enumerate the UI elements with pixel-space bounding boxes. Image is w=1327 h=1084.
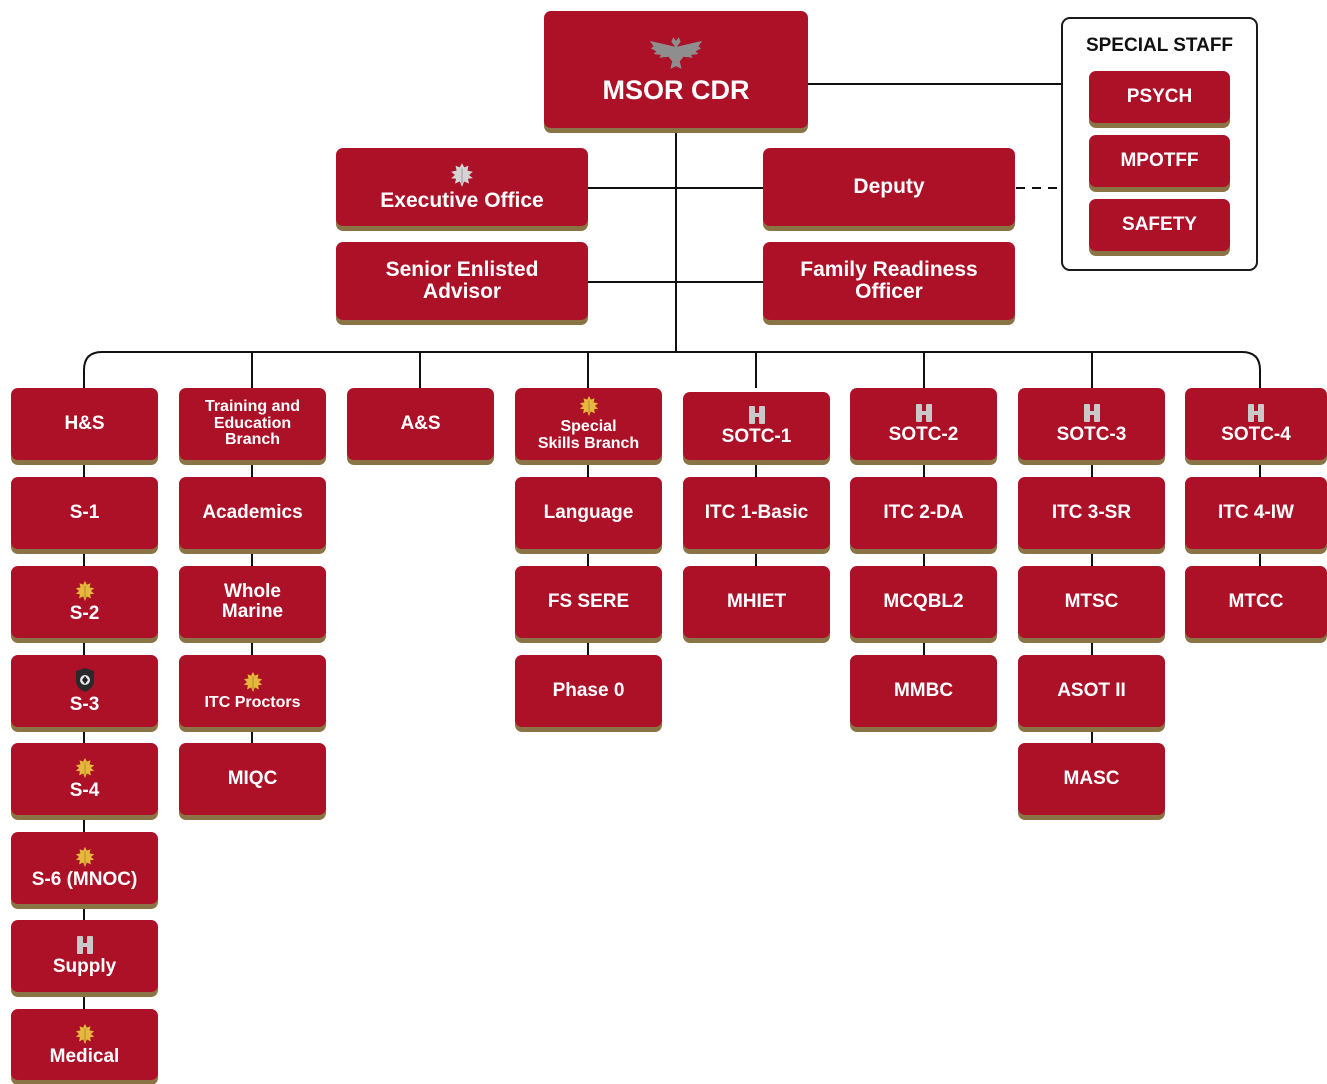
staff-mpotff-box[interactable]: MPOTFF (1089, 135, 1230, 187)
unit-patch-icon (75, 667, 95, 693)
teb-miqc-box[interactable]: MIQC (179, 743, 326, 815)
special-staff-title: SPECIAL STAFF (1085, 35, 1234, 56)
staff-safety-box[interactable]: SAFETY (1089, 199, 1230, 251)
captain-bars-icon (1082, 403, 1102, 423)
gold-oak-leaf-icon (578, 395, 600, 417)
sotc4-itc4-label: ITC 4-IW (1218, 502, 1294, 524)
sotc3-itc3-label: ITC 3-SR (1051, 502, 1132, 524)
teb-miqc-label: MIQC (227, 768, 278, 790)
hs-medical-box[interactable]: Medical (11, 1009, 158, 1080)
ssb-language-box[interactable]: Language (515, 477, 662, 549)
captain-bars-icon (747, 405, 767, 425)
family-readiness-officer-label: Family Readiness Officer (800, 257, 978, 303)
sotc1-mhiet-box[interactable]: MHIET (683, 566, 830, 638)
family-readiness-officer-box[interactable]: Family Readiness Officer (763, 242, 1015, 320)
hs-s1-label: S-1 (69, 502, 100, 524)
hs-s1-box[interactable]: S-1 (11, 477, 158, 549)
captain-bars-icon (914, 403, 934, 423)
sotc3-mtsc-label: MTSC (1064, 591, 1119, 613)
sotc2-mcqbl2-box[interactable]: MCQBL2 (850, 566, 997, 638)
branch-sotc3-box[interactable]: SOTC-3 (1018, 388, 1165, 460)
sotc2-itc2-box[interactable]: ITC 2-DA (850, 477, 997, 549)
silver-oak-leaf-icon (449, 162, 475, 188)
ssb-language-label: Language (543, 502, 634, 524)
hs-supply-label: Supply (52, 956, 117, 978)
branch-sotc1-box[interactable]: SOTC-1 (683, 392, 830, 460)
sotc3-mtsc-box[interactable]: MTSC (1018, 566, 1165, 638)
gold-oak-leaf-icon (74, 580, 96, 602)
gold-oak-leaf-icon (74, 757, 96, 779)
hs-medical-label: Medical (49, 1045, 120, 1067)
branch-as-box[interactable]: A&S (347, 388, 494, 460)
branch-sotc4-label: SOTC-4 (1221, 424, 1291, 446)
staff-psych-label: PSYCH (1126, 86, 1193, 108)
senior-enlisted-advisor-box[interactable]: Senior Enlisted Advisor (336, 242, 588, 320)
sotc1-mhiet-label: MHIET (726, 591, 787, 613)
branch-ssb-label: Special Skills Branch (537, 418, 640, 452)
sotc4-mtcc-box[interactable]: MTCC (1185, 566, 1327, 638)
ssb-fs-sere-box[interactable]: FS SERE (515, 566, 662, 638)
teb-whole-marine-box[interactable]: Whole Marine (179, 566, 326, 638)
staff-safety-label: SAFETY (1122, 214, 1197, 236)
teb-itc-proctors-label: ITC Proctors (204, 693, 301, 711)
branch-teb-label: Training and Education Branch (204, 397, 301, 449)
ssb-phase0-label: Phase 0 (552, 680, 625, 702)
branch-sotc2-box[interactable]: SOTC-2 (850, 388, 997, 460)
hs-supply-box[interactable]: Supply (11, 920, 158, 992)
sotc2-mmbc-label: MMBC (893, 680, 954, 702)
senior-enlisted-advisor-label: Senior Enlisted Advisor (385, 257, 539, 303)
captain-bars-icon (75, 935, 95, 955)
sotc3-asot2-box[interactable]: ASOT II (1018, 655, 1165, 727)
staff-psych-box[interactable]: PSYCH (1089, 71, 1230, 123)
sotc2-itc2-label: ITC 2-DA (883, 502, 964, 524)
ssb-phase0-box[interactable]: Phase 0 (515, 655, 662, 727)
sotc4-mtcc-label: MTCC (1228, 591, 1284, 613)
sotc2-mmbc-box[interactable]: MMBC (850, 655, 997, 727)
branch-teb-box[interactable]: Training and Education Branch (179, 388, 326, 460)
staff-mpotff-label: MPOTFF (1120, 150, 1199, 172)
hs-s2-label: S-2 (69, 603, 100, 625)
hs-s6-label: S-6 (MNOC) (31, 869, 138, 891)
hs-s4-box[interactable]: S-4 (11, 743, 158, 815)
sotc3-masc-box[interactable]: MASC (1018, 743, 1165, 815)
branch-sotc3-label: SOTC-3 (1056, 424, 1127, 446)
sotc4-itc4-box[interactable]: ITC 4-IW (1185, 477, 1327, 549)
colonel-eagle-icon (648, 34, 704, 74)
sotc3-itc3-box[interactable]: ITC 3-SR (1018, 477, 1165, 549)
commander-label: MSOR CDR (602, 75, 750, 106)
hs-s2-box[interactable]: S-2 (11, 566, 158, 638)
sotc2-mcqbl2-label: MCQBL2 (883, 591, 964, 613)
sotc3-masc-label: MASC (1063, 768, 1120, 790)
hs-s4-label: S-4 (69, 780, 100, 802)
branch-hs-label: H&S (64, 413, 105, 435)
deputy-label: Deputy (853, 174, 925, 198)
sotc1-itc1-label: ITC 1-Basic (704, 502, 809, 524)
commander-box[interactable]: MSOR CDR (544, 11, 808, 128)
branch-sotc4-box[interactable]: SOTC-4 (1185, 388, 1327, 460)
captain-bars-icon (1246, 403, 1266, 423)
teb-academics-label: Academics (202, 502, 303, 524)
gold-oak-leaf-icon (74, 846, 96, 868)
sotc3-asot2-label: ASOT II (1057, 680, 1126, 702)
executive-office-label: Executive Office (380, 188, 544, 212)
executive-office-box[interactable]: Executive Office (336, 148, 588, 226)
deputy-box[interactable]: Deputy (763, 148, 1015, 226)
hs-s6-box[interactable]: S-6 (MNOC) (11, 832, 158, 904)
gold-oak-leaf-icon (74, 1023, 96, 1045)
branch-ssb-box[interactable]: Special Skills Branch (515, 388, 662, 460)
branch-sotc1-label: SOTC-1 (721, 426, 792, 448)
gold-oak-leaf-icon (242, 671, 264, 693)
branch-hs-box[interactable]: H&S (11, 388, 158, 460)
special-staff-panel: SPECIAL STAFF PSYCH MPOTFF SAFETY (1061, 17, 1258, 271)
hs-s3-box[interactable]: S-3 (11, 655, 158, 727)
ssb-fs-sere-label: FS SERE (547, 591, 630, 613)
branch-sotc2-label: SOTC-2 (888, 424, 959, 446)
sotc1-itc1-box[interactable]: ITC 1-Basic (683, 477, 830, 549)
teb-academics-box[interactable]: Academics (179, 477, 326, 549)
hs-s3-label: S-3 (69, 694, 100, 716)
teb-whole-marine-label: Whole Marine (221, 581, 284, 622)
branch-as-label: A&S (400, 413, 441, 435)
teb-itc-proctors-box[interactable]: ITC Proctors (179, 655, 326, 727)
